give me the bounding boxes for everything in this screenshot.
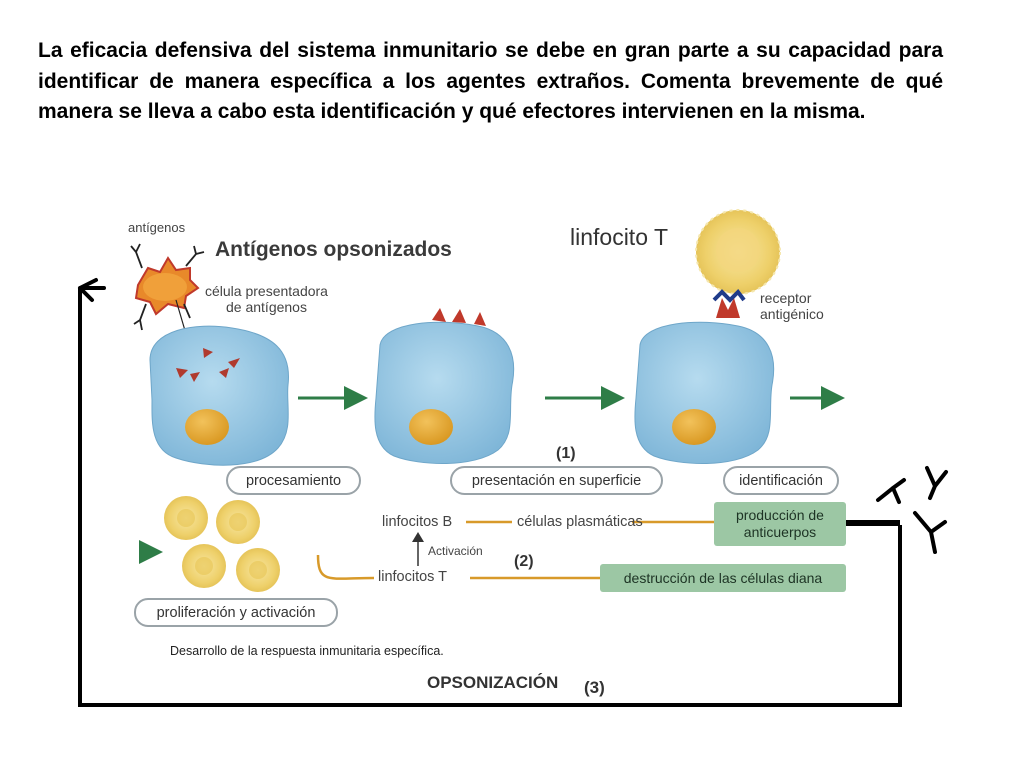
t-lymphocyte [695,209,781,318]
nucleus [185,409,229,445]
proliferating-lymphocytes [164,496,280,592]
label-opsonizacion: OPSONIZACIÓN [427,673,559,692]
marker-3: (3) [584,678,605,697]
surface-antigen-icon [432,308,486,326]
label-linfocitos-b: linfocitos B [382,514,453,530]
antibody-icon [876,466,948,554]
opsonized-antigen-icon [130,243,205,335]
nucleus [672,409,716,445]
label-activacion: Activación [428,544,483,558]
connector-proliferation [316,554,375,580]
marker-2: (2) [514,553,534,570]
step-presentacion: presentación en superficie [450,466,663,495]
label-celulas-plasmaticas: células plasmáticas [517,514,643,530]
antigen-presenting-cell-2 [374,308,515,465]
loop-arrowhead-icon [78,278,106,302]
nucleus [409,409,453,445]
step-identificacion: identificación [723,466,839,495]
activation-arrow-icon [412,532,424,566]
label-linfocitos-t: linfocitos T [378,569,448,585]
label-celula-presentadora: célula presentadora de antígenos [205,283,328,315]
label-antigenos: antígenos [128,220,186,235]
step-procesamiento: procesamiento [226,466,361,495]
caption: Desarrollo de la respuesta inmunitaria e… [170,644,444,658]
opsonization-loop [78,288,902,707]
receptor-icon [716,298,740,318]
label-receptor-antigenico: receptor antigénico [760,290,824,322]
antigen-presenting-cell-3 [634,321,775,465]
title-antigenos-opsonizados: Antígenos opsonizados [215,238,452,261]
question-text: La eficacia defensiva del sistema inmuni… [38,39,943,123]
antigen-presenting-cell-1 [149,325,289,466]
box-produccion-anticuerpos: producción de anticuerpos [714,502,846,546]
box-destruccion-celulas-diana: destrucción de las células diana [600,564,846,592]
title-linfocito-t: linfocito T [570,224,669,250]
step-proliferacion: proliferación y activación [134,598,338,627]
marker-1: (1) [556,445,576,462]
